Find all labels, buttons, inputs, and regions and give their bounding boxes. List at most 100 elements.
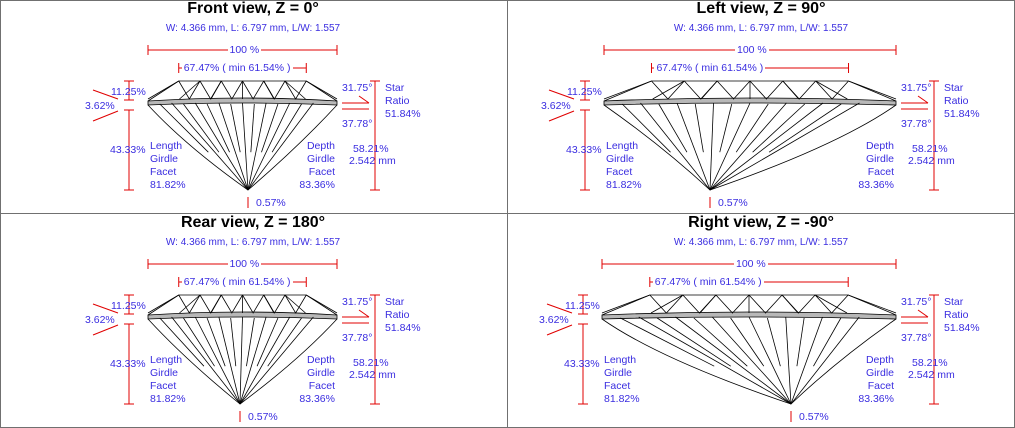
lower-girdle-edge: [620, 317, 715, 367]
pavilion-main-edge: [785, 316, 792, 405]
width-percent: 100 %: [227, 258, 262, 270]
star-ratio: 51.84%: [944, 322, 980, 334]
star-facet: [199, 294, 222, 314]
width-percent: 100 %: [735, 44, 769, 56]
rear-view-panel: Rear view, Z = 180°W: 4.366 mm, L: 6.797…: [0, 214, 506, 427]
width-percent: 100 %: [734, 258, 768, 270]
length-girdle-facet: Facet: [604, 380, 631, 392]
depth-girdle-facet: Depth: [306, 354, 335, 366]
depth-girdle-facet: Facet: [867, 166, 894, 178]
crown-angle-arrow: [917, 309, 929, 318]
lower-girdle-edge: [230, 103, 241, 153]
pavilion-main-edge: [640, 102, 711, 191]
pavilion-angle: 37.78°: [901, 332, 932, 344]
star-facet: [263, 294, 286, 314]
depth-girdle-facet: 83.36%: [299, 179, 335, 191]
pavilion-main-edge: [247, 102, 314, 191]
depth-girdle-facet: Girdle: [865, 367, 894, 379]
kite-edge: [601, 294, 650, 314]
table-percent: 67.47% ( min 61.54% ): [181, 62, 293, 74]
pavilion-main-edge: [709, 102, 860, 191]
dimensions-summary: W: 4.366 mm, L: 6.797 mm, L/W: 1.557: [165, 237, 341, 248]
star-facet: [651, 80, 685, 100]
star-ratio: 51.84%: [385, 108, 421, 120]
pavilion-angle: 37.78°: [342, 332, 373, 344]
view-title: Front view, Z = 0°: [187, 0, 319, 17]
star-facet: [263, 80, 286, 100]
front-view-panel: Front view, Z = 0°W: 4.366 mm, L: 6.797 …: [0, 0, 506, 213]
kite-edge: [815, 80, 848, 100]
rear-view-drawing: [92, 259, 380, 422]
kite-edge: [306, 80, 338, 100]
lower-girdle-edge: [271, 103, 302, 153]
lower-girdle-edge: [621, 103, 671, 153]
star-ratio: Ratio: [385, 95, 410, 107]
length-girdle-facet: 81.82%: [604, 393, 640, 405]
width-percent: 100 %: [227, 44, 262, 56]
star-ratio: 51.84%: [385, 322, 421, 334]
length-girdle-facet: 81.82%: [150, 179, 186, 191]
left-view-panel: Left view, Z = 90°W: 4.366 mm, L: 6.797 …: [508, 0, 1014, 213]
crown-height: 11.25%: [565, 300, 600, 312]
lower-girdle-edge: [656, 317, 731, 367]
depth-girdle-facet: Facet: [867, 380, 894, 392]
pavilion-depth: 43.33%: [566, 144, 602, 156]
depth-girdle-facet: Depth: [865, 140, 894, 152]
girdle-pointer-upper: [546, 303, 573, 314]
crown-height: 11.25%: [111, 86, 146, 98]
divider-vertical: [507, 0, 508, 428]
star-facet: [781, 294, 816, 314]
pavilion-depth: 43.33%: [110, 358, 146, 370]
table-percent: 67.47% ( min 61.54% ): [181, 276, 293, 288]
girdle-thickness: 3.62%: [85, 100, 115, 112]
kite-edge: [179, 294, 201, 314]
length-girdle-facet: Length: [604, 354, 637, 366]
kite-edge: [284, 80, 306, 100]
crown-angle: 31.75°: [901, 296, 932, 308]
lower-girdle-edge: [206, 317, 226, 367]
lower-girdle-edge: [261, 103, 279, 153]
star-facet: [284, 294, 307, 314]
girdle-pointer-upper: [548, 89, 575, 100]
kite-edge: [147, 294, 179, 314]
culet-size: 0.57%: [256, 197, 286, 209]
pavilion-outline: [601, 318, 897, 405]
kite-edge: [701, 80, 718, 100]
star-facet: [649, 294, 684, 314]
pavilion-main-edge: [239, 316, 243, 405]
kite-edge: [848, 294, 897, 314]
star-ratio: Ratio: [944, 95, 969, 107]
star-facet: [682, 294, 717, 314]
lower-girdle-edge: [159, 103, 209, 153]
depth-girdle-facet: Depth: [865, 354, 894, 366]
pavilion-main-edge: [239, 316, 291, 405]
star-ratio: Ratio: [944, 309, 969, 321]
view-title: Left view, Z = 90°: [696, 0, 826, 17]
lower-girdle-edge: [766, 317, 781, 367]
kite-edge: [263, 294, 275, 314]
total-depth-mm: 2.542 mm: [349, 155, 396, 167]
pavilion-main-edge: [709, 102, 824, 191]
kite-edge: [210, 80, 222, 100]
star-facet: [220, 294, 243, 314]
star-facet: [815, 80, 849, 100]
total-depth-percent: 58.21%: [912, 357, 948, 369]
pavilion-main-edge: [709, 102, 787, 191]
total-depth-mm: 2.542 mm: [908, 369, 955, 381]
pavilion-main-edge: [171, 316, 241, 405]
kite-edge: [603, 80, 652, 100]
depth-girdle-facet: 83.36%: [858, 179, 894, 191]
pavilion-angle: 37.78°: [901, 118, 932, 130]
pavilion-main-edge: [171, 102, 249, 191]
star-ratio: Star: [385, 296, 405, 308]
kite-edge: [210, 294, 222, 314]
pavilion-outline: [603, 104, 897, 191]
table-percent: 67.47% ( min 61.54% ): [652, 276, 764, 288]
length-girdle-facet: Length: [606, 140, 639, 152]
girdle-thickness: 3.62%: [539, 314, 569, 326]
pavilion-main-edge: [194, 102, 249, 191]
lower-girdle-edge: [159, 317, 205, 367]
kite-edge: [781, 294, 799, 314]
lower-girdle-edge: [267, 317, 302, 367]
lower-girdle-edge: [693, 317, 748, 367]
